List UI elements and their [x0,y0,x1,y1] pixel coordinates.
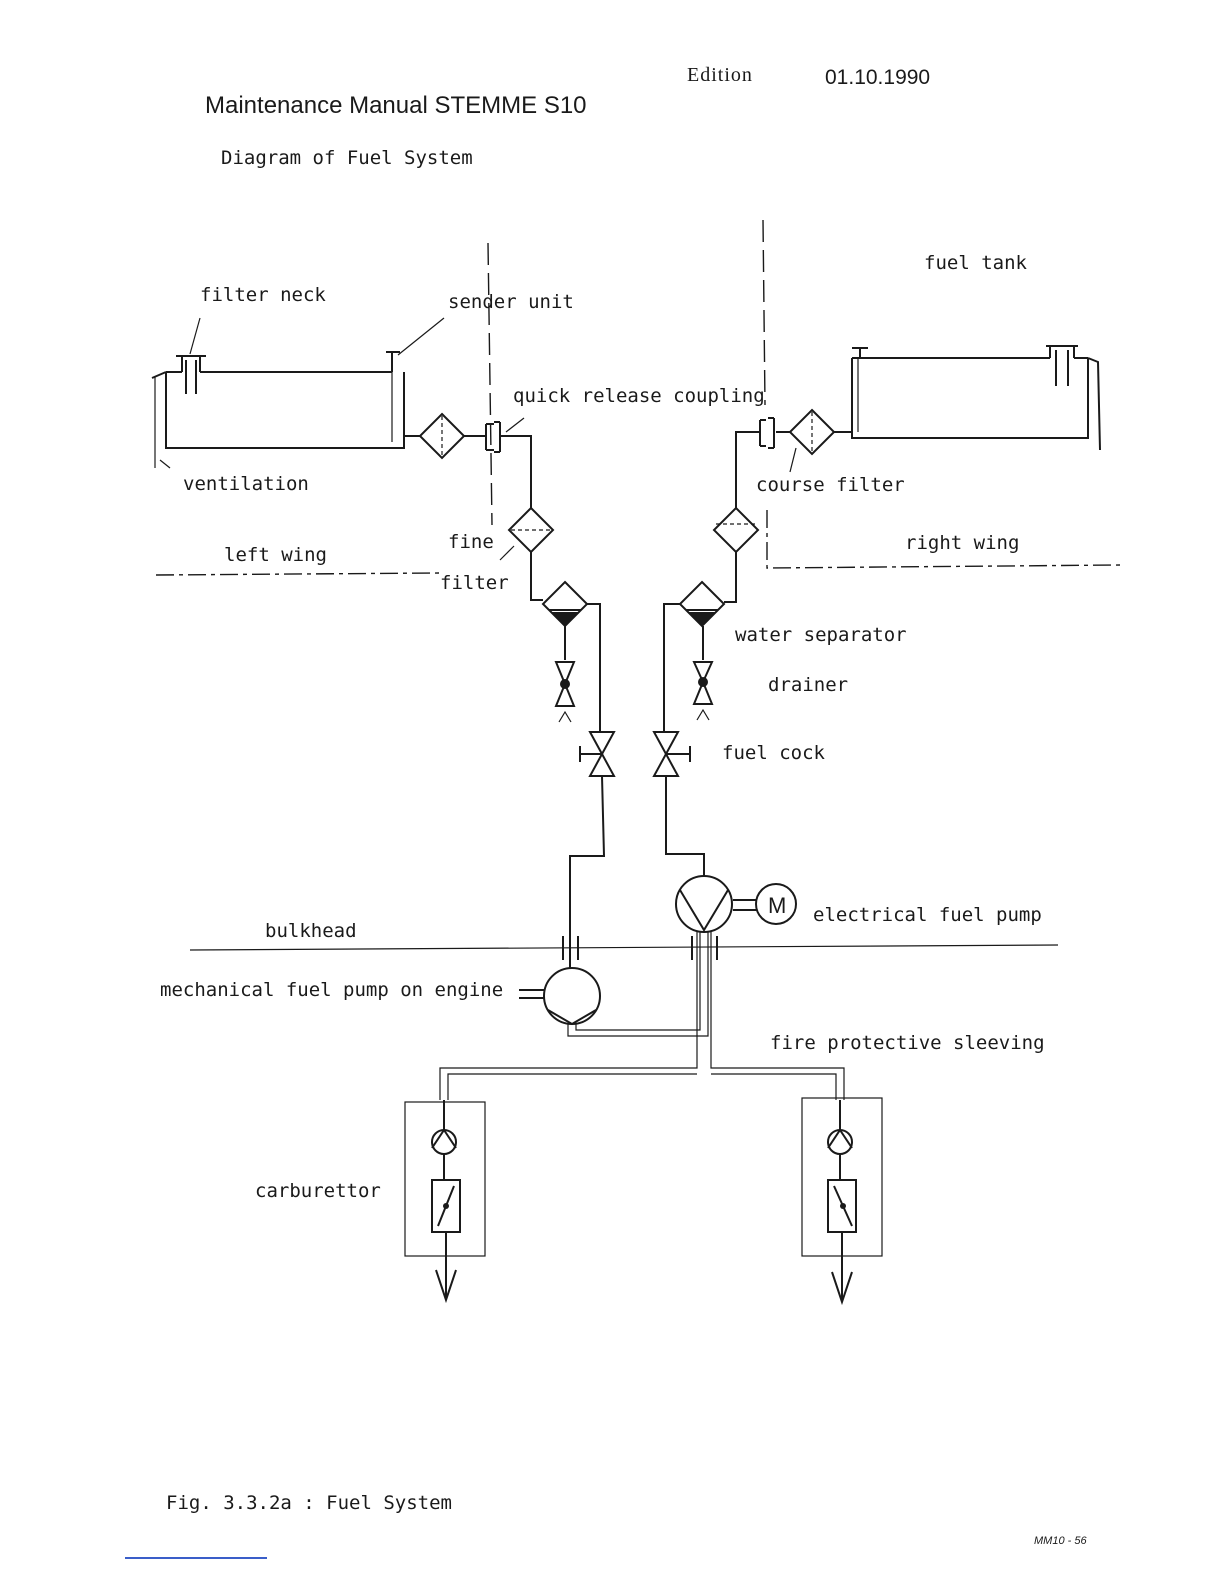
sender-unit-leader [397,317,445,356]
right-wing-line [766,510,1121,569]
fine-filter-leader [499,545,515,561]
label-electrical-fuel-pump: electrical fuel pump [813,904,1042,926]
left-carburettor [404,1100,486,1304]
left-quick-release-coupling [485,421,501,453]
label-bulkhead: bulkhead [265,920,357,942]
page-code: MM10 - 56 [1034,1535,1087,1547]
electrical-fuel-pump [675,875,797,933]
diagram-title: Diagram of Fuel System [221,147,473,169]
bulkhead-fittings [562,936,718,960]
left-wing-line [155,572,441,576]
right-quick-release-coupling [759,417,775,449]
label-fine: fine [448,531,494,553]
right-carburettor [801,1097,883,1306]
scan-edge-mark [125,1557,267,1559]
bulkhead-line [189,944,1059,951]
ventilation-leader [159,459,171,469]
label-course-filter: course filter [756,474,905,496]
edition-label: Edition [687,64,753,86]
left-wing-boundary [487,242,493,526]
left-fuel-cock [579,731,616,777]
coupling-leader-left [505,417,525,433]
filter-neck-leader [189,317,201,355]
label-filter-neck: filter neck [200,284,326,306]
label-water-separator: water separator [735,624,907,646]
label-fuel-tank: fuel tank [924,252,1028,274]
left-course-filter [418,412,466,460]
motor-symbol: M [768,893,786,918]
label-drainer: drainer [768,674,848,696]
label-ventilation: ventilation [183,473,309,495]
left-drainer [554,661,576,723]
right-course-filter [788,408,836,456]
manual-title: Maintenance Manual STEMME S10 [205,92,587,119]
label-left-wing: left wing [224,544,327,566]
fire-protective-sleeving [439,932,845,1100]
label-fire-protective-sleeving: fire protective sleeving [770,1032,1045,1054]
right-water-separator [678,580,726,628]
right-fine-filter [712,506,760,554]
label-sender-unit: sender unit [448,291,574,313]
label-filter: filter [440,572,509,594]
course-filter-leader [789,447,797,473]
left-fuel-tank [151,351,405,468]
label-carburettor: carburettor [255,1180,381,1202]
label-quick-release-coupling: quick release coupling [513,385,765,407]
label-fuel-cock: fuel cock [722,742,826,764]
mechanical-fuel-pump [519,967,601,1026]
right-fuel-tank [851,345,1101,451]
edition-date: 01.10.1990 [825,66,931,89]
right-wing-boundary [762,219,766,406]
right-fuel-cock [652,731,691,777]
right-drainer [692,661,714,721]
left-fine-filter [507,506,555,554]
label-mechanical-fuel-pump: mechanical fuel pump on engine [160,979,503,1001]
figure-caption: Fig. 3.3.2a : Fuel System [166,1492,452,1514]
left-water-separator [541,580,589,628]
label-right-wing: right wing [905,532,1019,554]
